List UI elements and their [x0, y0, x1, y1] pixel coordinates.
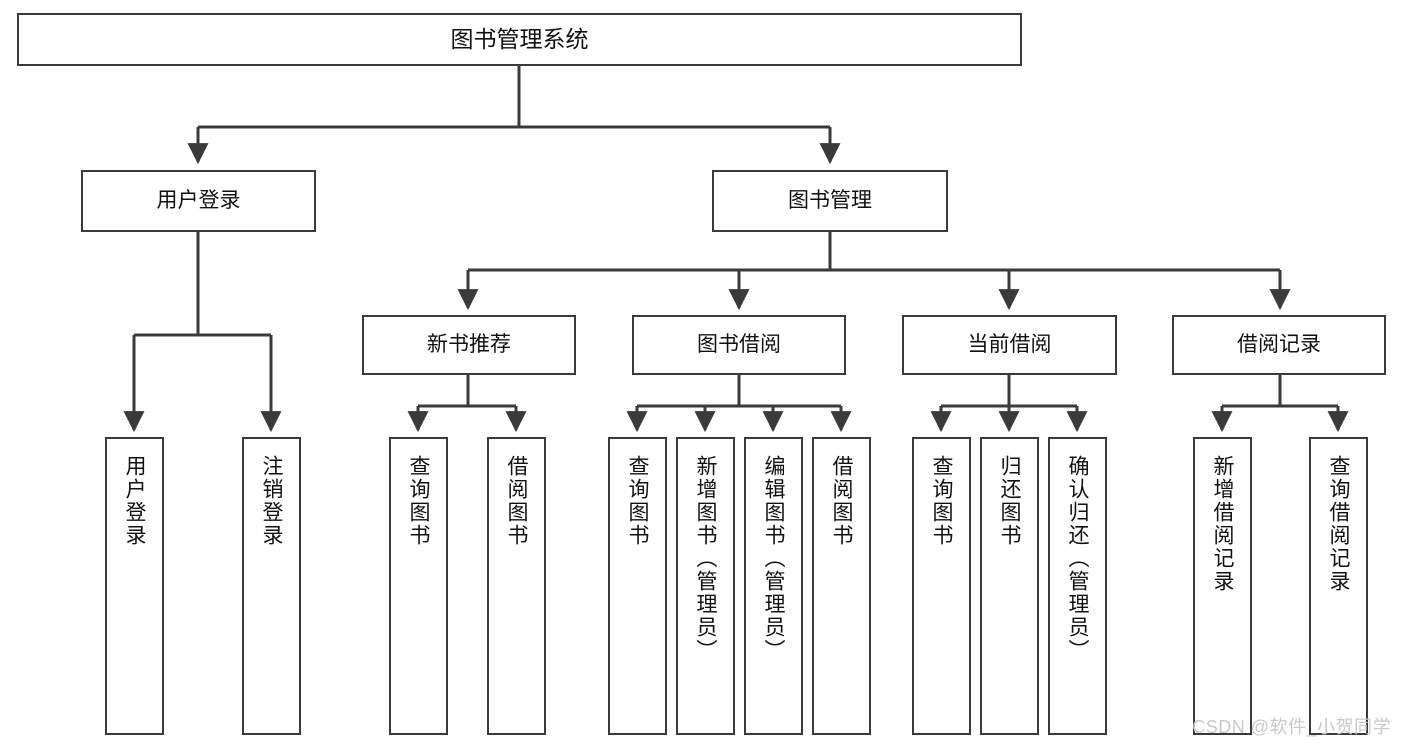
leaf-record-add-record[interactable]: 新增借阅记录	[1193, 437, 1252, 735]
node-label: 查询图书	[626, 455, 649, 547]
node-label: 借阅图书	[505, 455, 528, 547]
leaf-borrow-borrow-book[interactable]: 借阅图书	[812, 437, 871, 735]
node-book-borrow[interactable]: 图书借阅	[632, 315, 846, 375]
node-borrow-record[interactable]: 借阅记录	[1172, 315, 1386, 375]
leaf-current-return-book[interactable]: 归还图书	[980, 437, 1039, 735]
node-current-borrow[interactable]: 当前借阅	[902, 315, 1117, 375]
node-label: 新书推荐	[427, 332, 511, 356]
node-label: 图书借阅	[697, 332, 781, 356]
node-new-book-recommend[interactable]: 新书推荐	[362, 315, 576, 375]
leaf-current-query-book[interactable]: 查询图书	[912, 437, 971, 735]
leaf-recommend-borrow-book[interactable]: 借阅图书	[487, 437, 546, 735]
node-label: 图书管理	[788, 188, 872, 212]
node-label: 借阅图书	[830, 455, 853, 547]
node-label: 查询借阅记录	[1327, 455, 1350, 593]
leaf-current-confirm-return-admin[interactable]: 确认归还（管理员）	[1048, 437, 1107, 735]
node-label: 确认归还（管理员）	[1066, 455, 1089, 662]
node-label: 用户登录	[123, 455, 146, 547]
node-user-login[interactable]: 用户登录	[81, 170, 316, 232]
leaf-user-login-logout[interactable]: 注销登录	[242, 437, 301, 735]
node-label: 新增借阅记录	[1211, 455, 1234, 593]
node-label: 当前借阅	[967, 332, 1052, 356]
leaf-borrow-edit-book-admin[interactable]: 编辑图书（管理员）	[744, 437, 803, 735]
node-root-book-management-system[interactable]: 图书管理系统	[17, 13, 1022, 66]
node-label: 归还图书	[998, 455, 1021, 547]
node-label: 查询图书	[407, 455, 430, 547]
node-label: 编辑图书（管理员）	[762, 455, 785, 662]
leaf-borrow-add-book-admin[interactable]: 新增图书（管理员）	[676, 437, 735, 735]
node-label: 新增图书（管理员）	[694, 455, 717, 662]
node-label: 用户登录	[156, 188, 241, 212]
leaf-user-login-login[interactable]: 用户登录	[105, 437, 164, 735]
watermark: CSDN @软件_小贺同学	[1192, 717, 1391, 737]
leaf-recommend-query-book[interactable]: 查询图书	[389, 437, 448, 735]
node-label: 注销登录	[260, 455, 283, 547]
node-label: 图书管理系统	[450, 26, 589, 53]
leaf-borrow-query-book[interactable]: 查询图书	[608, 437, 667, 735]
leaf-record-query-record[interactable]: 查询借阅记录	[1309, 437, 1368, 735]
node-label: 借阅记录	[1237, 332, 1321, 356]
node-label: 查询图书	[930, 455, 953, 547]
node-book-management[interactable]: 图书管理	[712, 170, 948, 232]
